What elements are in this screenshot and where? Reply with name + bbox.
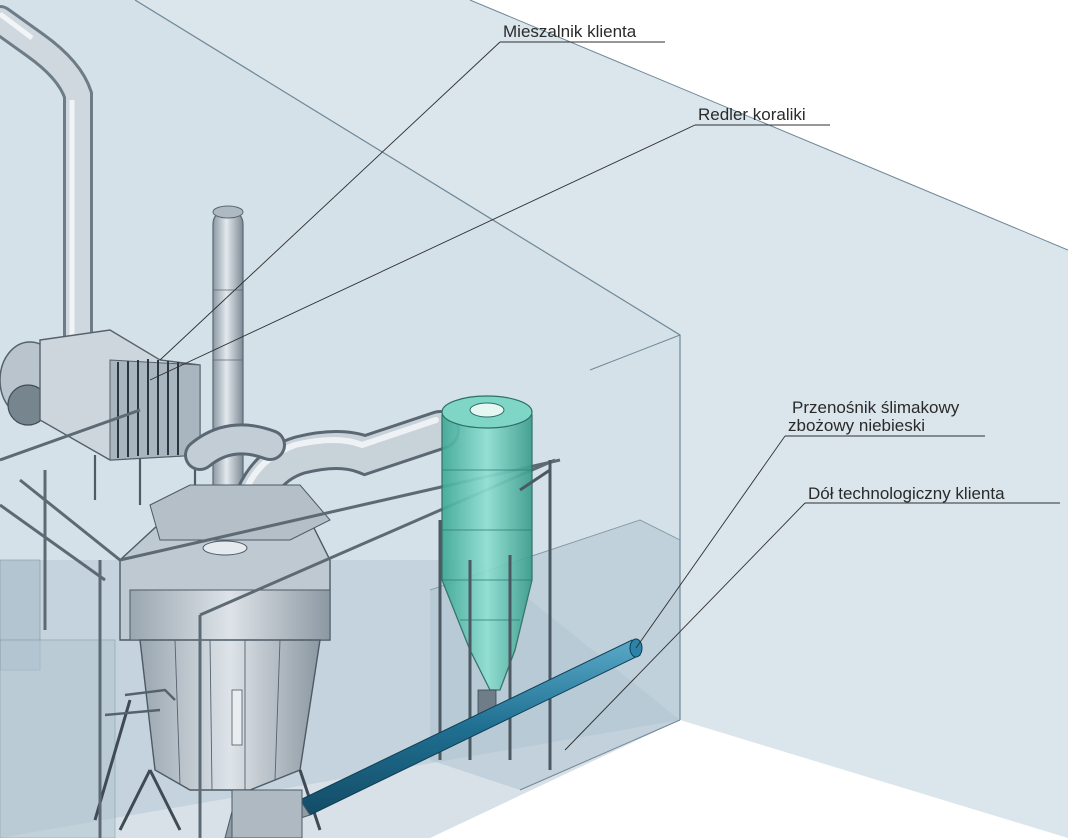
leader-line-redler [149,124,696,381]
leader-lines [149,41,1060,751]
cyclone-separator [438,395,552,770]
fan-filter-unit [0,329,201,505]
callout-conveyor-label-line1: Przenośnik ślimakowy [792,398,960,417]
leader-line-conveyor [635,435,786,649]
support-frame [0,408,561,838]
customer-mixer [93,484,331,831]
callout-mixer-label: Mieszalnik klienta [503,22,637,41]
screw-conveyor-blue [224,638,643,838]
callout-redler-label: Redler koraliki [698,105,806,124]
leader-line-mixer [159,41,501,361]
side-wall [135,0,1068,838]
leader-line-pit [564,502,806,751]
callout-pit-label: Dół technologiczny klienta [808,484,1005,503]
callout-conveyor-label-line2: zbożowy niebieski [788,416,925,435]
exhaust-duct [0,5,93,375]
